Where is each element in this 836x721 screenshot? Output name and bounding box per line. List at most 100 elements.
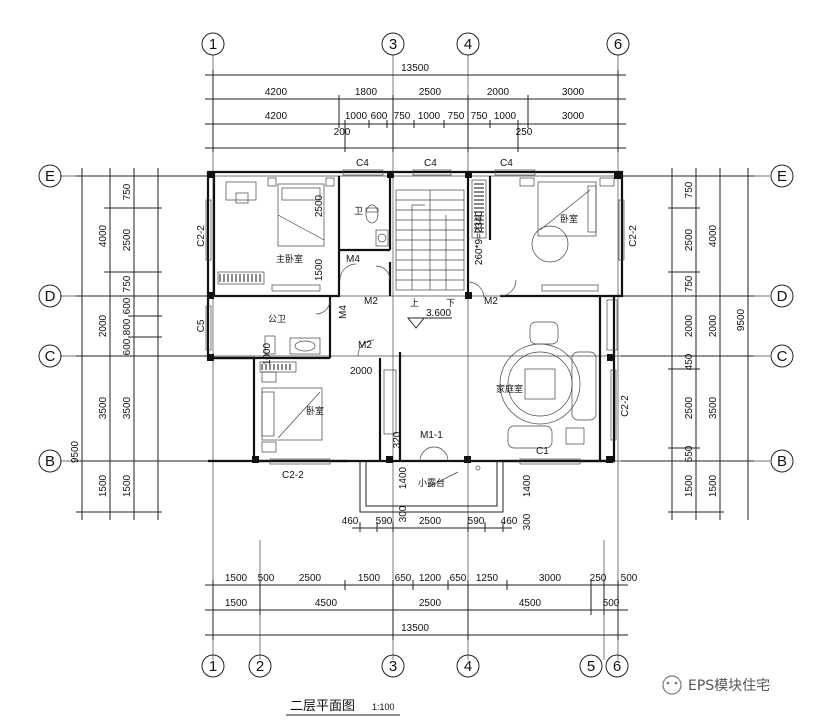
axis-label: 4	[464, 658, 472, 675]
room-label-master-bedroom: 主卧室	[276, 253, 303, 265]
dim-text: 3500	[708, 396, 719, 419]
ne-bed	[519, 177, 615, 292]
dim-text: 500	[621, 573, 638, 584]
right-dimensions: 750 2500 750 2000 450 2500 550 1500 4000…	[621, 168, 754, 520]
room-label-public-bath: 公卫	[268, 314, 286, 325]
axis-label: 2	[256, 658, 264, 675]
dim-text: 460	[501, 516, 518, 527]
axis-label: E	[777, 168, 787, 185]
dim-text: 590	[468, 516, 485, 527]
axis-label: 3	[389, 658, 397, 675]
top-dimensions: 13500 4200 1800 2500 2000 3000 4200 1000…	[205, 63, 626, 152]
dim-text: 3000	[539, 573, 562, 584]
axis-label: C	[45, 348, 56, 365]
dim-text: 1250	[476, 573, 499, 584]
dim-text: 800	[122, 318, 133, 335]
dim-text: 1500	[225, 598, 248, 609]
dim-text: 2500	[419, 87, 442, 98]
element-tags: C4 C4 C4 C2-2 C2-2 C2-2 C2-2 C5 C1 M4 M4…	[196, 158, 639, 530]
dim-text: 1500	[358, 573, 381, 584]
dim-text: 2000	[350, 366, 373, 377]
axis-bubbles-left: E D C B	[38, 164, 62, 473]
dim-text: 450	[684, 353, 695, 370]
dim-text: 750	[684, 275, 695, 292]
dim-text: 750	[122, 183, 133, 200]
elevation-marker: 3.600	[406, 308, 452, 329]
dim-text: 2000	[708, 314, 719, 337]
wardrobe-sw	[259, 361, 297, 373]
door-tag: M4	[338, 305, 349, 319]
dim-text: 600	[371, 111, 388, 122]
window-tag: C2-2	[620, 395, 631, 417]
window-tag: C4	[500, 158, 513, 169]
dim-text: 750	[684, 181, 695, 198]
dim-text: 1000	[262, 342, 273, 365]
dim-text: 650	[450, 573, 467, 584]
door-tag: M1-1	[420, 430, 443, 441]
wardrobe-master	[217, 271, 321, 292]
dim-text: 13500	[401, 623, 429, 634]
dim-text: 3000	[562, 87, 585, 98]
dim-text: 550	[684, 445, 695, 462]
dim-text: 4200	[265, 111, 288, 122]
watermark-text: EPS模块住宅	[688, 678, 770, 694]
dim-text: 650	[395, 573, 412, 584]
dim-text: 1000	[345, 111, 368, 122]
dim-text: 460	[342, 516, 359, 527]
dim-text: 1200	[419, 573, 442, 584]
door-tag: M2	[358, 340, 372, 351]
axis-bubbles-top: 1 3 4 6	[201, 32, 630, 56]
drawing-title: 二层平面图	[290, 699, 355, 714]
dim-text: 750	[471, 111, 488, 122]
dim-text: 3500	[122, 396, 133, 419]
family-room-sofa	[499, 321, 597, 449]
axis-grid-lines	[60, 55, 770, 660]
dim-text: 2000	[98, 314, 109, 337]
door-tag: M2	[484, 296, 498, 307]
dim-text: 300	[398, 505, 409, 522]
bath-fixtures	[264, 204, 389, 355]
axis-label: 6	[613, 658, 621, 675]
axis-bubbles-bottom: 1 2 3 4 5 6	[201, 654, 629, 678]
dim-text: 4000	[98, 224, 109, 247]
dim-text: 2500	[122, 228, 133, 251]
stair-down-label: 下	[446, 299, 455, 309]
windows	[205, 169, 625, 465]
dim-text: 200	[334, 127, 351, 138]
door-tag: M4	[346, 254, 360, 265]
axis-label: E	[45, 168, 55, 185]
dim-text: 2500	[314, 194, 325, 217]
axis-label: 3	[389, 36, 397, 53]
dim-text: 4500	[315, 598, 338, 609]
axis-label: 4	[464, 36, 472, 53]
axis-label: D	[777, 288, 788, 305]
dim-text: 2500	[684, 396, 695, 419]
wechat-icon	[662, 675, 682, 695]
dim-text: 13500	[401, 63, 429, 74]
window-tag: C4	[356, 158, 369, 169]
window-tag: C2-2	[628, 225, 639, 247]
door-tag: M2	[364, 296, 378, 307]
dim-text: 2500	[684, 228, 695, 251]
window-tag: C1	[536, 446, 549, 457]
axis-label: B	[777, 453, 787, 470]
dim-text: 1500	[122, 474, 133, 497]
axis-label: C	[777, 348, 788, 365]
axis-label: 1	[209, 36, 217, 53]
dim-text: 9500	[70, 440, 81, 463]
dim-text: 590	[376, 516, 393, 527]
dim-text: 750	[122, 275, 133, 292]
room-label-family-room: 家庭室	[496, 383, 523, 395]
dim-text: 1500	[708, 474, 719, 497]
dim-text: 750	[448, 111, 465, 122]
dim-text: 2000	[487, 87, 510, 98]
dim-text: 2500	[419, 516, 442, 527]
dim-text: 1500	[684, 474, 695, 497]
dim-text: 1400	[398, 466, 409, 489]
door-swings	[315, 263, 517, 487]
room-labels: 主卧室 卫 卧室 公卫 卧室 家庭室 小露台 上 下	[268, 207, 578, 489]
axis-label: D	[45, 288, 56, 305]
axis-label: 6	[614, 36, 622, 53]
window-tag: C4	[424, 158, 437, 169]
